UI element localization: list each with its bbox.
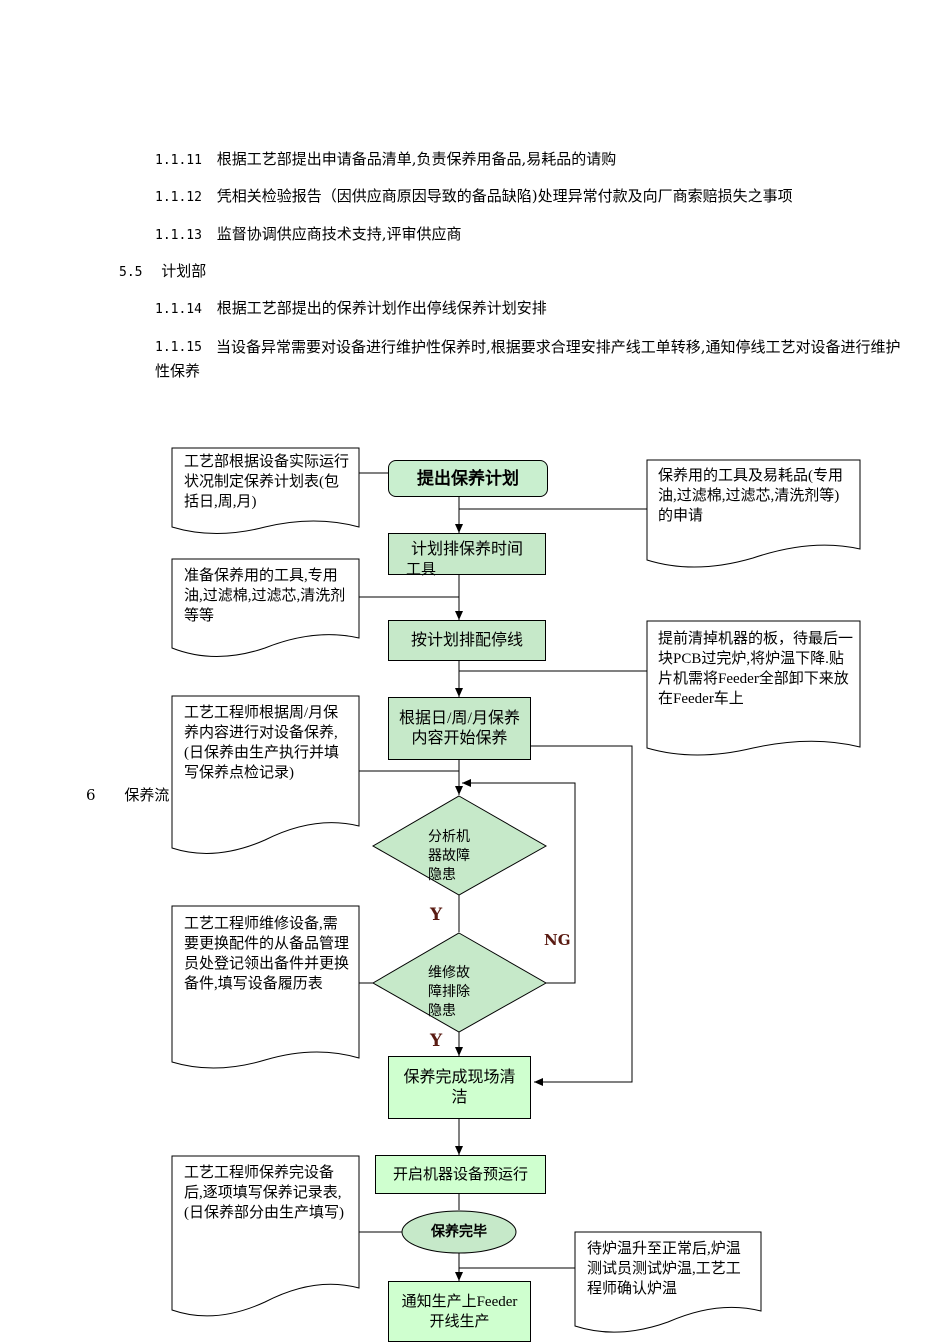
item-text: 监督协调供应商技术支持,评审供应商 (216, 225, 462, 243)
label-y-analyze: Y (430, 905, 443, 925)
note-prepare-tools-shape (171, 558, 360, 657)
section-6: 6 保养流 (86, 784, 169, 806)
terminal-done-node: 保养完毕 (402, 1211, 516, 1253)
note-engineer-record-shape (171, 1155, 360, 1317)
item-number: 1.1.11 (155, 153, 202, 168)
section-title: 计划部 (161, 262, 207, 280)
section-number: 5.5 (119, 265, 143, 280)
section-number: 6 (86, 786, 96, 804)
item-number: 1.1.12 (155, 190, 202, 205)
note-tools-request-shape (646, 459, 861, 568)
schedule-time-label: 计划排保养时间 (410, 541, 523, 558)
item-number: 1.1.13 (155, 228, 202, 243)
clean-site-label: 保养完成现场清洁 (403, 1068, 516, 1106)
stop-line-node: 按计划排配停线 (388, 620, 546, 661)
section-title: 保养流 (124, 786, 170, 804)
start-plan-node: 提出保养计划 (388, 460, 548, 497)
note-prepare-tools-text: 准备保养用的工具,专用油,过滤棉,过滤芯,清洗剂等等 (184, 568, 346, 624)
stop-line-label: 按计划排配停线 (410, 631, 523, 649)
decision-repair-text: 维修故障排除隐患 (428, 966, 470, 1019)
note-engineer-maintain-text: 工艺工程师根据周/月保养内容进行对设备保养,(日保养由生产执行并填写保养点检记录… (184, 705, 339, 781)
note-engineer-maintain-shape (171, 695, 360, 854)
label-ng: NG (544, 931, 571, 949)
note-clear-machine-shape (646, 620, 861, 756)
item-1-1-15: 1.1.15 (155, 335, 202, 359)
note-engineer-repair-shape (171, 905, 360, 1069)
schedule-overlay-text: 工具 (406, 560, 456, 580)
note-clear-machine-text: 提前清掉机器的板，待最后一块PCB过完炉,将炉温下降.贴片机需将Feeder全部… (658, 631, 854, 707)
prerun-label: 开启机器设备预运行 (392, 1166, 528, 1183)
item-1-1-15-text: 当设备异常需要对设备进行维护性保养时,根据要求合理安排产线工单转移,通知停线工艺… (155, 338, 901, 380)
item-1-1-12: 1.1.12 凭相关检验报告（因供应商原因导致的备品缺陷)处理异常付款及向厂商索… (155, 185, 793, 209)
decision-analyze-text: 分析机器故障隐患 (428, 830, 470, 883)
clean-site-node: 保养完成现场清洁 (388, 1056, 531, 1119)
terminal-done-label: 保养完毕 (431, 1224, 487, 1240)
item-1-1-13: 1.1.13 监督协调供应商技术支持,评审供应商 (155, 223, 462, 247)
note-plan-text: 工艺部根据设备实际运行状况制定保养计划表(包括日,周,月) (184, 454, 350, 510)
begin-maintenance-node: 根据日/周/月保养内容开始保养 (388, 697, 531, 760)
start-plan-label: 提出保养计划 (417, 468, 519, 489)
note-tools-request-text: 保养用的工具及易耗品(专用油,过滤棉,过滤芯,清洗剂等)的申请 (658, 468, 843, 524)
note-oven-temp-shape (574, 1231, 762, 1333)
item-number: 1.1.15 (155, 340, 202, 355)
item-1-1-11: 1.1.11 根据工艺部提出申请备品清单,负责保养用备品,易耗品的请购 (155, 148, 616, 172)
item-1-1-14: 1.1.14 根据工艺部提出的保养计划作出停线保养计划安排 (155, 297, 547, 321)
note-plan-shape (171, 447, 360, 534)
begin-maintenance-label: 根据日/周/月保养内容开始保养 (399, 709, 520, 747)
label-y-repair: Y (430, 1031, 443, 1051)
schedule-overlay-label: 工具 (406, 562, 437, 578)
schedule-time-node: 计划排保养时间 (388, 533, 546, 575)
note-engineer-repair-text: 工艺工程师维修设备,需要更换配件的从备品管理员处登记领出备件并更换备件,填写设备… (184, 916, 350, 992)
section-5-5: 5.5 计划部 (119, 260, 206, 284)
item-text: 根据工艺部提出申请备品清单,负责保养用备品,易耗品的请购 (216, 150, 617, 168)
item-text: 凭相关检验报告（因供应商原因导致的备品缺陷)处理异常付款及向厂商索赔损失之事项 (216, 187, 793, 205)
notify-production-label: 通知生产上Feeder开线生产 (401, 1293, 518, 1330)
prerun-node: 开启机器设备预运行 (375, 1155, 546, 1194)
notify-production-node: 通知生产上Feeder开线生产 (388, 1281, 531, 1342)
item-text: 根据工艺部提出的保养计划作出停线保养计划安排 (216, 299, 547, 317)
note-engineer-record-text: 工艺工程师保养完设备后,逐项填写保养记录表,(日保养部分由生产填写) (184, 1165, 344, 1221)
item-number: 1.1.14 (155, 302, 202, 317)
note-oven-temp-text: 待炉温升至正常后,炉温测试员测试炉温,工艺工程师确认炉温 (587, 1241, 741, 1297)
